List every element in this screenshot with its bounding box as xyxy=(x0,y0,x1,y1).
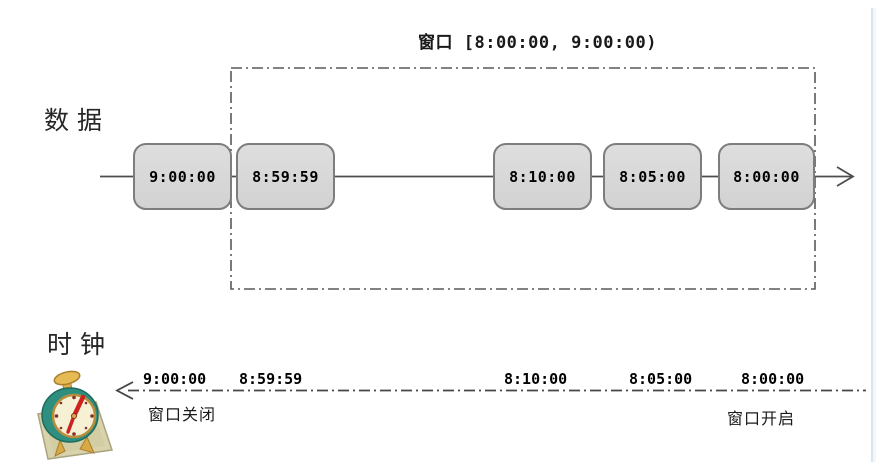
event-time: 9:00:00 xyxy=(149,167,216,186)
alarm-clock-icon xyxy=(37,370,113,460)
event-time: 8:59:59 xyxy=(252,167,319,186)
window-close-label: 窗口关闭 xyxy=(148,405,217,424)
clock-tick-label: 8:59:59 xyxy=(239,370,303,388)
clock-tick-label: 8:10:00 xyxy=(504,370,568,388)
event-box-8-00-00: 8:00:00 xyxy=(718,143,815,210)
event-box-9-00-00: 9:00:00 xyxy=(133,143,232,210)
event-time: 8:05:00 xyxy=(619,167,686,186)
event-box-8-05-00: 8:05:00 xyxy=(603,143,702,210)
event-box-8-10-00: 8:10:00 xyxy=(493,143,592,210)
pane-edge-divider xyxy=(871,8,876,462)
window-range-title: 窗口 [8:00:00, 9:00:00) xyxy=(418,33,657,53)
event-time: 8:10:00 xyxy=(509,167,576,186)
event-box-8-59-59: 8:59:59 xyxy=(236,143,335,210)
arrow-right-icon xyxy=(836,166,855,187)
clock-tick-label: 8:05:00 xyxy=(629,370,693,388)
window-open-label: 窗口开启 xyxy=(727,409,796,428)
clock-tick-label: 8:00:00 xyxy=(741,370,805,388)
arrow-left-icon xyxy=(115,381,134,400)
clock-row-label: 时钟 xyxy=(47,330,114,359)
event-time: 8:00:00 xyxy=(733,167,800,186)
clock-tick-label: 9:00:00 xyxy=(143,370,207,388)
data-row-label: 数据 xyxy=(44,106,111,135)
